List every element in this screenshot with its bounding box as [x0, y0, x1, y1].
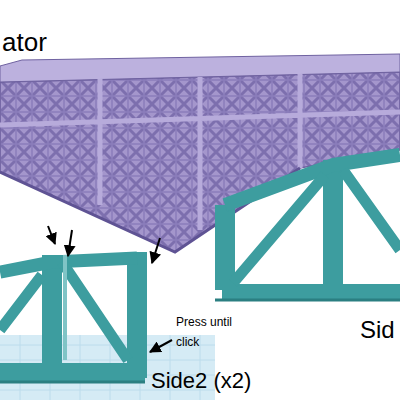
- part-name: Side2 (x2): [151, 368, 251, 393]
- part-name: Sid: [360, 316, 395, 344]
- instruction-note: Press until click: [176, 312, 250, 352]
- side2-part: [0, 252, 145, 382]
- side-part: [215, 155, 400, 300]
- pointer-arrows: [48, 226, 172, 352]
- part-name: ator: [2, 28, 47, 58]
